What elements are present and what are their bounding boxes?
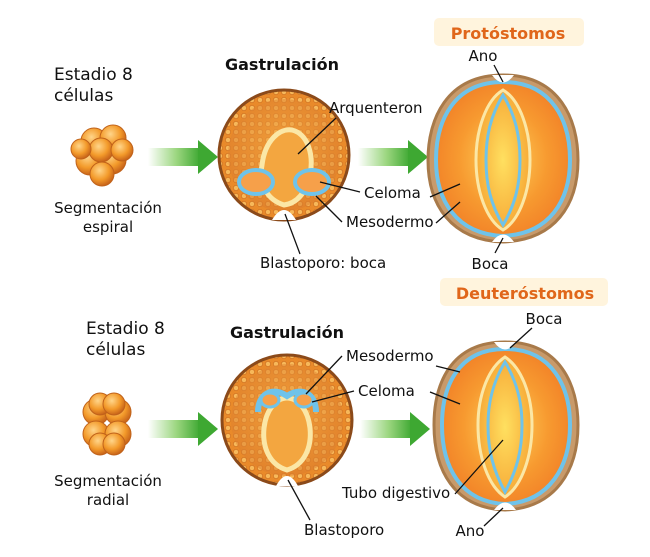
blastopore-label: Blastoporo: boca xyxy=(260,254,386,272)
cleavage-label-line1: Segmentación xyxy=(54,199,162,217)
arrow-right-icon xyxy=(148,412,218,446)
mesoderm-leader xyxy=(305,355,343,395)
archenteron-leader xyxy=(297,117,337,155)
stage-label-line2: células xyxy=(54,86,113,106)
deuterostome-group-title: Deuteróstomos xyxy=(456,284,594,303)
eight-cell-embryo-radial xyxy=(82,392,132,456)
cleavage-label-line1: Segmentación xyxy=(54,472,162,490)
mesoderm-body-leader xyxy=(435,365,461,373)
coelom-body-leader xyxy=(429,183,461,198)
deuterostome-row: Estadio 8 células Segmentación radial Ga… xyxy=(54,278,608,540)
gastrulation-title: Gastrulación xyxy=(230,323,344,342)
coelom-leader xyxy=(311,390,355,403)
deuterostome-title-background xyxy=(440,278,608,306)
stage-label-line1: Estadio 8 xyxy=(86,319,165,339)
gastrula-deuterostome xyxy=(220,353,354,487)
coelom-body-leader xyxy=(429,391,461,405)
anus-label: Ano xyxy=(469,47,498,65)
mouth-label: Boca xyxy=(472,255,509,273)
coelom-leader xyxy=(319,181,361,193)
mouth-leader xyxy=(494,237,504,254)
protostome-body-plan xyxy=(426,73,580,244)
blastopore-leader xyxy=(284,213,301,255)
anus-leader xyxy=(483,507,504,527)
blastopore-leader xyxy=(287,479,311,521)
arrow-right-icon xyxy=(360,412,430,446)
deuterostome-body-plan xyxy=(432,340,580,512)
gastrula-protostome xyxy=(217,88,351,222)
arrow-right-icon xyxy=(358,140,428,174)
anus-label: Ano xyxy=(456,522,485,540)
gut-label: Tubo digestivo xyxy=(341,484,450,502)
archenteron-label: Arquenteron xyxy=(329,99,423,117)
protostome-title-background xyxy=(434,18,584,46)
coelom-label: Celoma xyxy=(364,184,421,202)
anus-leader xyxy=(493,64,504,83)
gastrulation-title: Gastrulación xyxy=(225,55,339,74)
protostome-row: Estadio 8 células Segmentación espiral G… xyxy=(54,18,584,273)
mesoderm-label: Mesodermo xyxy=(346,213,434,231)
stage-label-line1: Estadio 8 xyxy=(54,65,133,85)
cleavage-label-line2: radial xyxy=(87,491,129,509)
mouth-label: Boca xyxy=(526,310,563,328)
mesoderm-label: Mesodermo xyxy=(346,347,434,365)
mesoderm-body-leader xyxy=(435,201,461,224)
cleavage-label-line2: espiral xyxy=(83,218,133,236)
mouth-leader xyxy=(509,327,533,349)
protostome-group-title: Protóstomos xyxy=(451,24,566,43)
eight-cell-embryo-spiral xyxy=(70,124,134,187)
coelom-label: Celoma xyxy=(358,382,415,400)
gut-leader xyxy=(454,439,504,495)
mesoderm-leader xyxy=(315,195,343,223)
blastopore-label: Blastoporo xyxy=(304,521,384,539)
arrow-right-icon xyxy=(148,140,218,174)
stage-label-line2: células xyxy=(86,340,145,360)
